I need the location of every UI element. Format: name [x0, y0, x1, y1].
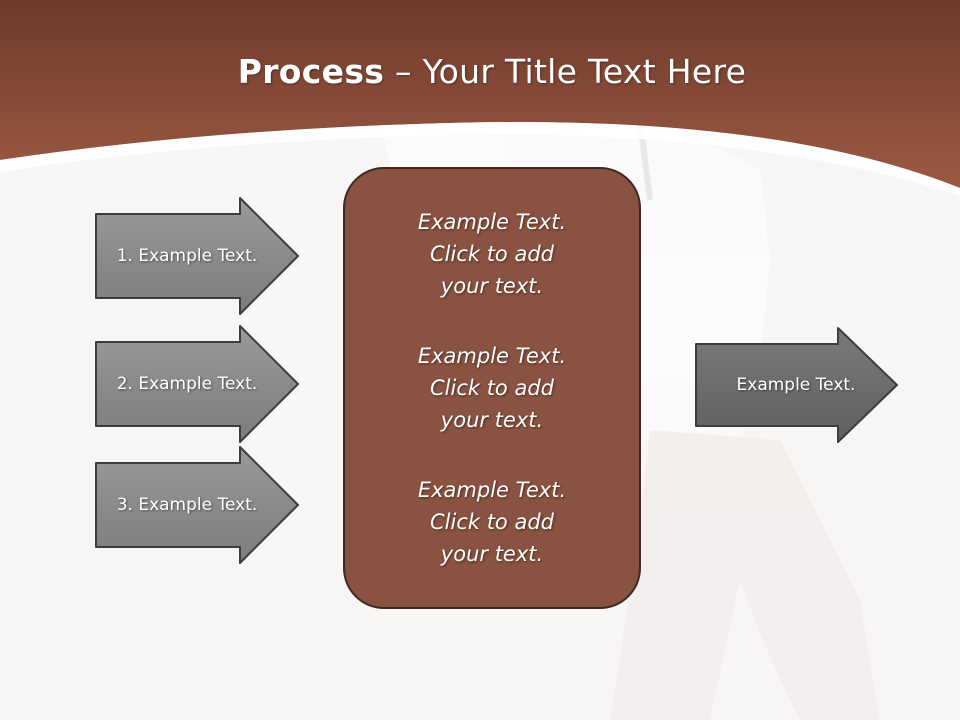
input-arrow-3[interactable]: [95, 446, 299, 564]
process-text-1: Example Text. Click to add your text.: [417, 210, 567, 298]
input-arrow-1[interactable]: [95, 197, 299, 315]
process-text-3: Example Text. Click to add your text.: [417, 478, 567, 566]
process-box[interactable]: [343, 167, 641, 609]
header-band: [0, 0, 960, 188]
process-box-content: Example Text. Click to add your text. Ex…: [344, 168, 640, 608]
title-bold: Process: [237, 52, 385, 91]
input-label-1: 1. Example Text.: [116, 246, 258, 266]
slide-title: Process – Your Title Text Here: [0, 52, 960, 91]
input-arrow-2[interactable]: [95, 325, 299, 443]
title-rest: – Your Title Text Here: [384, 52, 747, 91]
output-label: Example Text.: [736, 375, 856, 395]
header-swoosh: [0, 121, 960, 196]
input-label-3: 3. Example Text.: [116, 495, 258, 515]
output-arrow[interactable]: [695, 327, 898, 443]
input-label-2: 2. Example Text.: [116, 374, 258, 394]
process-text-2: Example Text. Click to add your text.: [417, 344, 567, 432]
